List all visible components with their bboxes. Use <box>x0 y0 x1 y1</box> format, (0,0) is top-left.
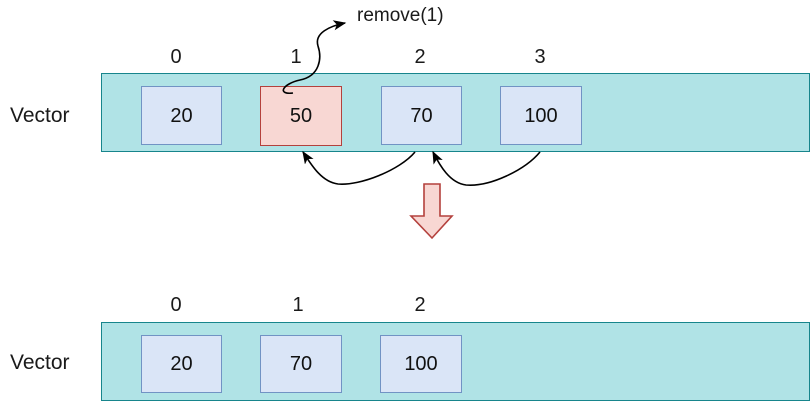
after-vector-label: Vector <box>10 351 70 374</box>
after-cell-2[interactable]: 100 <box>380 335 462 393</box>
before-index-label-1: 1 <box>290 46 302 68</box>
before-index-label-3: 3 <box>534 46 546 68</box>
before-cell-2[interactable]: 70 <box>381 86 462 145</box>
before-cell-3[interactable]: 100 <box>500 86 582 145</box>
after-index-label-2: 2 <box>414 294 426 316</box>
before-cell-0[interactable]: 20 <box>141 86 222 145</box>
before-index-label-0: 0 <box>170 46 182 68</box>
after-index-label-1: 1 <box>292 294 304 316</box>
after-cell-1[interactable]: 70 <box>260 335 342 393</box>
before-vector-label: Vector <box>10 104 70 127</box>
shift-arrow-icon-100-to-70 <box>432 150 541 186</box>
before-index-label-2: 2 <box>414 46 426 68</box>
before-cell-1-removed[interactable]: 50 <box>260 86 342 146</box>
after-index-label-0: 0 <box>170 294 182 316</box>
remove-operation-label: remove(1) <box>357 5 444 26</box>
shift-arrow-icon-70-to-50 <box>302 150 416 185</box>
down-arrow-icon <box>409 183 454 240</box>
after-cell-0[interactable]: 20 <box>141 335 222 393</box>
